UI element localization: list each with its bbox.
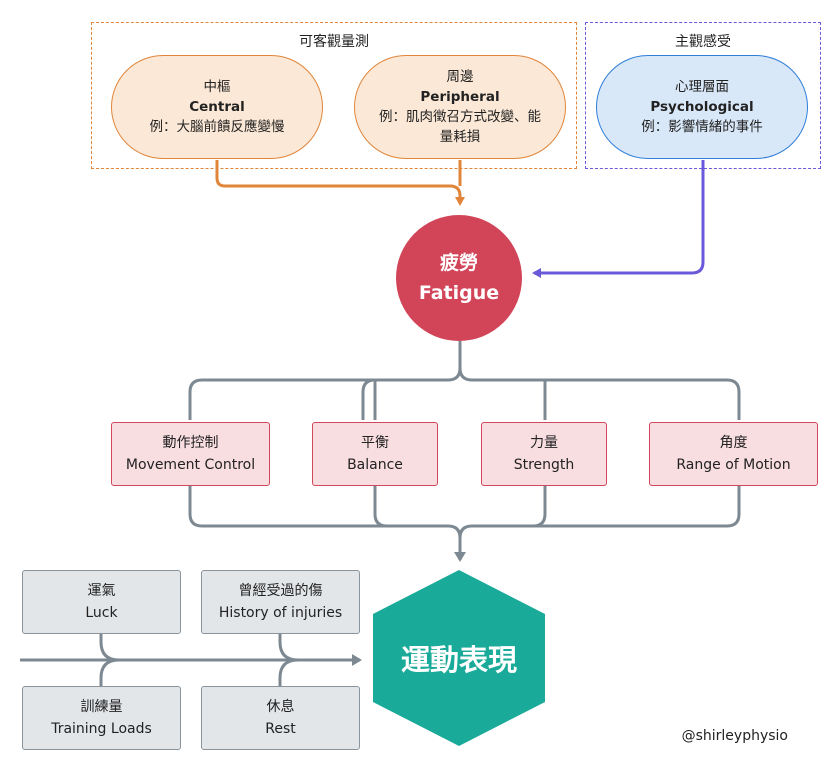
peripheral-node: 周邊 Peripheral 例：肌肉徵召方式改變、能 量耗損: [354, 55, 566, 159]
other-factor-training-loads: 訓練量 Training Loads: [22, 686, 181, 750]
factor-en: Movement Control: [125, 457, 256, 473]
central-example: 例：大腦前饋反應變慢: [149, 119, 285, 135]
peripheral-example-1: 例：肌肉徵召方式改變、能: [379, 109, 541, 125]
other-factor-en: Rest: [265, 721, 296, 737]
factor-en: Balance: [347, 457, 403, 473]
central-node: 中樞 Central 例：大腦前饋反應變慢: [111, 55, 323, 159]
factor-balance: 平衡 Balance: [312, 422, 438, 486]
other-factor-history-of-injuries: 曾經受過的傷 History of injuries: [201, 570, 360, 634]
factor-zh: 平衡: [361, 435, 389, 451]
factors-merge-line: [188, 486, 466, 562]
performance-hexagon: [373, 570, 545, 746]
factor-movement-control: 動作控制 Movement Control: [111, 422, 270, 486]
other-factor-zh: 運氣: [87, 583, 116, 599]
psychological-node: 心理層面 Psychological 例：影響情緒的事件: [596, 55, 808, 159]
psychological-zh: 心理層面: [675, 79, 729, 95]
other-factor-en: Luck: [85, 605, 118, 621]
factor-zh: 動作控制: [162, 435, 219, 451]
fatigue-node: 疲勞 Fatigue: [396, 215, 522, 341]
fatigue-zh: 疲勞: [439, 252, 478, 274]
subjective-group: 主觀感受: [585, 22, 821, 169]
peripheral-en: Peripheral: [420, 89, 500, 105]
fatigue-brace-line: [188, 341, 462, 420]
other-factor-luck: 運氣 Luck: [22, 570, 181, 634]
central-en: Central: [189, 99, 245, 115]
psychological-en: Psychological: [650, 99, 754, 115]
other-factor-zh: 休息: [266, 699, 295, 715]
other-factor-en: Training Loads: [51, 721, 152, 737]
subjective-to-fatigue-line: [532, 160, 705, 278]
credit-handle: @shirleyphysio: [681, 728, 788, 744]
objective-group: 可客觀量測: [91, 22, 577, 169]
factor-en: Strength: [513, 457, 575, 473]
performance-label: 運動表現: [400, 643, 517, 677]
other-factor-en: History of injuries: [218, 605, 343, 621]
central-zh: 中樞: [203, 79, 231, 95]
factor-zh: 角度: [719, 435, 748, 451]
objective-to-fatigue-line: [215, 160, 465, 206]
other-factor-rest: 休息 Rest: [201, 686, 360, 750]
factor-strength: 力量 Strength: [481, 422, 607, 486]
fatigue-en: Fatigue: [418, 282, 500, 304]
other-factor-zh: 曾經受過的傷: [238, 583, 323, 599]
peripheral-zh: 周邊: [446, 69, 474, 85]
factor-en: Range of Motion: [676, 457, 791, 473]
other-factor-zh: 訓練量: [80, 699, 123, 715]
factor-zh: 力量: [530, 435, 558, 451]
subjective-group-title: 主觀感受: [675, 34, 731, 50]
psychological-example: 例：影響情緒的事件: [641, 119, 763, 135]
peripheral-example-2: 量耗損: [439, 129, 481, 145]
factor-range-of-motion: 角度 Range of Motion: [649, 422, 818, 486]
objective-group-title: 可客觀量測: [299, 34, 369, 50]
